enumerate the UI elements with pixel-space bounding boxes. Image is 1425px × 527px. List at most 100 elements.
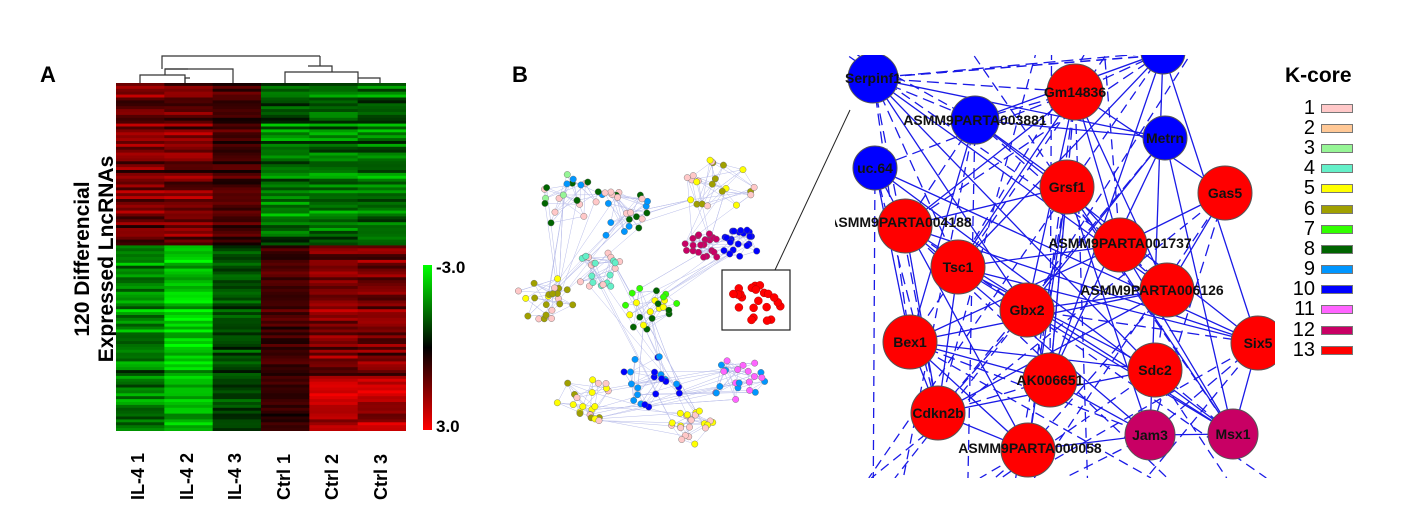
heatmap-cell (261, 259, 310, 264)
overview-node (747, 315, 756, 325)
overview-node (553, 399, 561, 407)
heatmap-cell (309, 344, 359, 348)
overview-node (652, 390, 660, 398)
overview-node (687, 416, 695, 424)
heatmap-cell (309, 85, 359, 90)
overview-edge (617, 197, 643, 200)
heatmap-cell (309, 161, 359, 165)
heatmap-cell (116, 288, 165, 293)
network-node[interactable]: uc.64 (852, 145, 898, 191)
heatmap-cell (309, 277, 359, 281)
network-node[interactable]: Metrn (1142, 115, 1188, 161)
network-edge (894, 309, 1028, 478)
heatmap-cell (212, 149, 262, 154)
overview-edge (546, 183, 568, 305)
heatmap-cell (357, 262, 406, 267)
heatmap-cell (357, 268, 406, 272)
legend-item: 5 (1279, 177, 1353, 199)
overview-node (524, 312, 532, 320)
heatmap-cell (164, 187, 214, 191)
heatmap-cell (261, 329, 310, 333)
network-node[interactable]: Jam3 (1124, 409, 1176, 461)
heatmap-cell (116, 216, 165, 220)
heatmap-cell (357, 184, 406, 188)
overview-node (711, 175, 719, 183)
overview-edge (646, 199, 691, 214)
network-node[interactable]: Sdc2 (1127, 342, 1183, 398)
heatmap-cell (309, 294, 359, 299)
network-node[interactable]: Serpinf1 (845, 53, 901, 104)
heatmap-cell (357, 396, 406, 400)
overview-node (628, 289, 636, 297)
node-label: ASMM9PARTA001737 (1048, 235, 1192, 251)
network-node[interactable]: ASMM9PARTA006126 (1080, 262, 1224, 318)
heatmap-cell (357, 346, 406, 351)
network-node[interactable]: Six5 (1230, 315, 1285, 371)
heatmap-cell (357, 143, 406, 148)
network-node[interactable]: Gbx2 (999, 282, 1055, 338)
node-label: ASMM9PARTA006126 (1080, 282, 1224, 298)
network-node[interactable]: ASMM9PARTA001737 (1048, 217, 1192, 273)
heatmap-cell (116, 167, 165, 171)
heatmap-cell (212, 364, 262, 368)
heatmap-cell (357, 332, 406, 336)
heatmap-cell (357, 109, 406, 113)
heatmap-cell (164, 262, 214, 267)
heatmap-cell (164, 291, 214, 296)
heatmap-cell (212, 410, 262, 415)
network-node[interactable]: Gm14836 (1044, 63, 1106, 121)
legend-swatch (1321, 164, 1353, 174)
overview-edge (580, 257, 612, 282)
network-node[interactable]: AK006651 (1017, 352, 1084, 408)
network-node[interactable]: ASMM9PARTA000058 (958, 422, 1102, 478)
heatmap-cell (116, 196, 165, 200)
heatmap-cell (116, 193, 165, 197)
heatmap-cell (212, 387, 262, 391)
heatmap-cell (212, 88, 262, 93)
heatmap-cell (357, 335, 406, 339)
overview-edge (636, 302, 653, 319)
heatmap-cell (164, 402, 214, 406)
network-node[interactable]: Tsc1 (930, 239, 986, 295)
heatmap-cell (212, 132, 262, 136)
heatmap-cell (116, 393, 165, 397)
network-node[interactable]: Grsf1 (1039, 159, 1095, 215)
heatmap-cell (164, 306, 214, 310)
heatmap-cell (116, 352, 165, 357)
heatmap-cell (309, 94, 359, 98)
overview-node (591, 403, 599, 410)
overview-node (693, 178, 701, 186)
heatmap-cell (212, 181, 262, 185)
network-node[interactable]: ASMM9PARTA004188 (828, 198, 972, 254)
heatmap-cell (357, 367, 406, 371)
node-label: Bex1 (893, 334, 927, 350)
network-node[interactable]: Bex1 (882, 314, 938, 370)
heatmap-cell (309, 233, 359, 238)
heatmap-cell (261, 251, 310, 255)
legend-swatch (1321, 103, 1353, 113)
heatmap-cell (261, 390, 310, 394)
overview-node (594, 379, 602, 387)
heatmap-cell (261, 129, 310, 133)
network-node[interactable]: Cdkn2b (910, 385, 966, 441)
overview-edge (518, 278, 558, 292)
network-node[interactable] (1140, 30, 1186, 75)
heatmap-cell (261, 143, 310, 148)
heatmap-cell (164, 143, 214, 148)
heatmap-cell (309, 367, 359, 371)
network-node[interactable]: ASMM9PARTA003881 (903, 95, 1047, 145)
node-label: ASMM9PARTA003881 (903, 112, 1047, 128)
network-node[interactable]: Msx1 (1207, 408, 1259, 460)
heatmap-cell (164, 196, 214, 200)
legend-k-value: 12 (1292, 318, 1315, 341)
heatmap-cell (357, 83, 406, 87)
heatmap-cell (212, 375, 262, 380)
heatmap-cell (212, 297, 262, 301)
overview-node (559, 191, 567, 199)
overview-node (577, 278, 584, 286)
heatmap-cell (212, 344, 262, 348)
heatmap-cell (164, 199, 214, 203)
network-node[interactable]: Gas5 (1197, 165, 1253, 221)
heatmap-cell (164, 132, 214, 136)
heatmap-cell (261, 407, 310, 412)
